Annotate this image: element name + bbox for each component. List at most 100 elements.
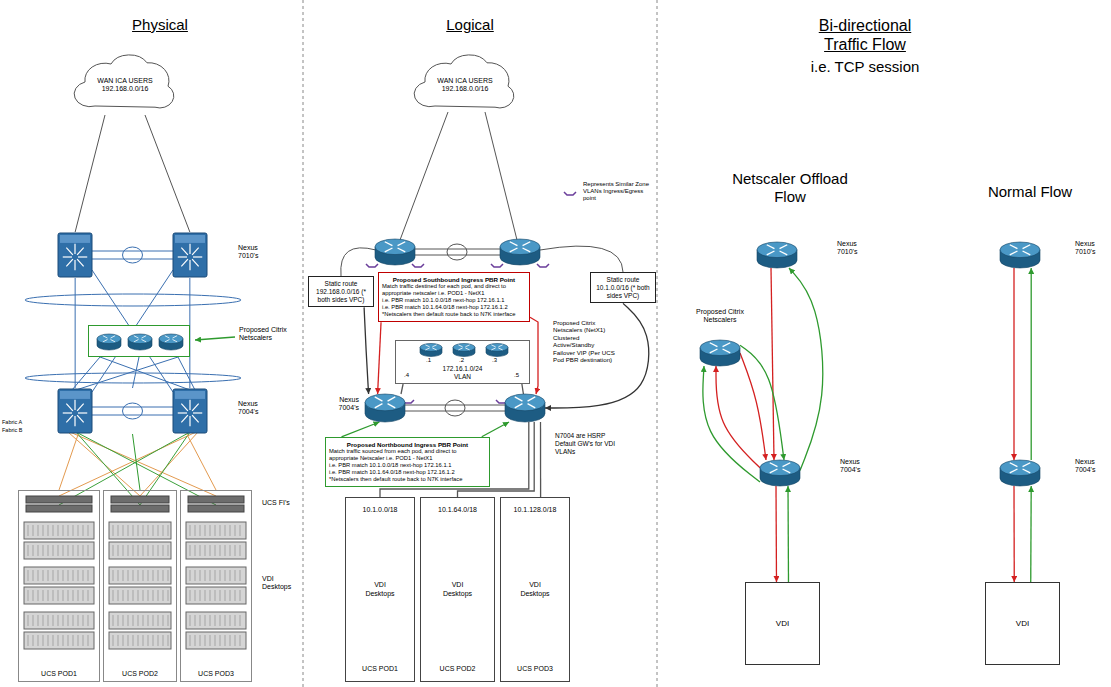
router-arrow bbox=[491, 348, 495, 350]
node-label: N7004 are HSRP Default GW's for VDI VLAN… bbox=[555, 432, 621, 455]
wan-wire bbox=[485, 112, 517, 240]
router-arrow bbox=[134, 340, 139, 342]
ucs-pod: UCS POD1 bbox=[18, 490, 100, 682]
blade bbox=[33, 590, 34, 601]
switch-arrow bbox=[192, 248, 199, 255]
blade bbox=[43, 635, 44, 646]
wan-cloud bbox=[74, 55, 174, 108]
switch-arrow bbox=[181, 415, 188, 422]
blade bbox=[38, 590, 39, 601]
blade bbox=[138, 570, 139, 581]
blade bbox=[220, 545, 221, 556]
blade bbox=[210, 545, 211, 556]
router-arrow bbox=[523, 242, 531, 246]
vdi-pod: 10.1.0.0/18VDI DesktopsUCS POD1 bbox=[345, 497, 415, 682]
fabric-interconnect bbox=[188, 496, 244, 503]
switch-arrow bbox=[74, 400, 75, 410]
text-label: Netscaler Offload Flow bbox=[730, 170, 850, 206]
connector bbox=[789, 268, 823, 470]
blade bbox=[73, 635, 74, 646]
connector bbox=[482, 422, 509, 437]
blade-chassis bbox=[186, 522, 246, 539]
switch-arrow bbox=[192, 259, 199, 266]
text-label: Fabric B bbox=[2, 427, 22, 434]
fabric-interconnect bbox=[26, 505, 92, 512]
blade bbox=[190, 545, 191, 556]
switch-pair: Nexus 7004's bbox=[55, 388, 210, 434]
router-arrow bbox=[723, 349, 731, 353]
fabric-wire bbox=[76, 432, 216, 505]
router-arrow bbox=[770, 463, 778, 467]
router-arrow bbox=[1010, 469, 1018, 473]
blade-chassis bbox=[186, 542, 246, 559]
blade bbox=[210, 615, 211, 626]
blade bbox=[78, 525, 79, 536]
connector bbox=[401, 384, 403, 394]
ucs-pod: UCS POD2 bbox=[103, 490, 177, 682]
blade bbox=[153, 635, 154, 646]
vpc-link bbox=[447, 244, 467, 260]
blade bbox=[168, 615, 169, 626]
blade bbox=[133, 590, 134, 601]
node-label: Proposed Citrix Netscalers (NetX1) Clust… bbox=[553, 319, 615, 364]
router-arrow bbox=[1010, 245, 1018, 249]
netscaler-group: Proposed Citrix Netscalers bbox=[88, 325, 190, 357]
blade bbox=[48, 545, 49, 556]
router-arrow bbox=[142, 336, 147, 338]
router-top bbox=[128, 334, 152, 344]
blade bbox=[168, 525, 169, 536]
router-top bbox=[505, 394, 545, 411]
blade bbox=[63, 570, 64, 581]
switch-body bbox=[58, 233, 92, 277]
node-label: 10.1.0.0/18 bbox=[362, 506, 397, 514]
router-arrow bbox=[111, 336, 116, 338]
blade-chassis bbox=[24, 567, 94, 584]
router-arrow bbox=[770, 469, 778, 473]
text-label: Represents Similar Zone VLANs Ingress/Eg… bbox=[583, 181, 655, 203]
blade bbox=[200, 635, 201, 646]
blade bbox=[48, 615, 49, 626]
node-label: i.e. PBR match 10.1.0.0/18 next-hop 172.… bbox=[382, 297, 526, 304]
node-label: i.e. PBR match 10.1.0.0/18 next-hop 172.… bbox=[329, 462, 486, 469]
switch-link bbox=[92, 251, 173, 252]
connector bbox=[775, 486, 777, 582]
blade bbox=[143, 590, 144, 601]
router-arrow bbox=[458, 345, 462, 347]
blade bbox=[73, 590, 74, 601]
node-label: Nexus 7004's bbox=[840, 458, 880, 475]
blade bbox=[123, 635, 124, 646]
vdi-pod: 10.1.128.0/18VDI DesktopsUCS POD3 bbox=[500, 497, 570, 682]
node-label: UCS POD3 bbox=[517, 665, 553, 673]
router-arrow bbox=[767, 245, 775, 249]
blade bbox=[68, 545, 69, 556]
blade bbox=[148, 545, 149, 556]
router-link bbox=[415, 255, 500, 256]
text-label: Bi-directional Traffic Flow bbox=[800, 16, 930, 54]
blade bbox=[83, 635, 84, 646]
router-icon: Proposed Citrix Netscalers bbox=[700, 340, 740, 366]
node-label: VDI bbox=[1016, 619, 1029, 629]
blade bbox=[113, 525, 114, 536]
router-arrow bbox=[783, 469, 791, 473]
blade bbox=[123, 615, 124, 626]
router-arrow bbox=[103, 340, 108, 342]
router-arrow bbox=[510, 248, 518, 252]
text-label: UCS FI's bbox=[262, 499, 290, 507]
node-label: Proposed Citrix Netscalers bbox=[690, 308, 750, 325]
router-arrow bbox=[111, 340, 116, 342]
text-label: VDI Desktops bbox=[262, 575, 302, 592]
netscaler-wire bbox=[76, 357, 178, 390]
blade bbox=[73, 570, 74, 581]
switch-body bbox=[173, 233, 207, 277]
node-label: UCS POD3 bbox=[198, 670, 234, 678]
switch-arrow bbox=[74, 260, 75, 270]
blade bbox=[210, 590, 211, 601]
blade bbox=[153, 525, 154, 536]
blade bbox=[190, 570, 191, 581]
text-label: Logical bbox=[435, 16, 505, 34]
router-arrow bbox=[388, 404, 396, 408]
blade bbox=[138, 590, 139, 601]
pbr-note-box: Proposed Southbound Ingress PBR PointMat… bbox=[378, 272, 530, 322]
blade bbox=[38, 545, 39, 556]
